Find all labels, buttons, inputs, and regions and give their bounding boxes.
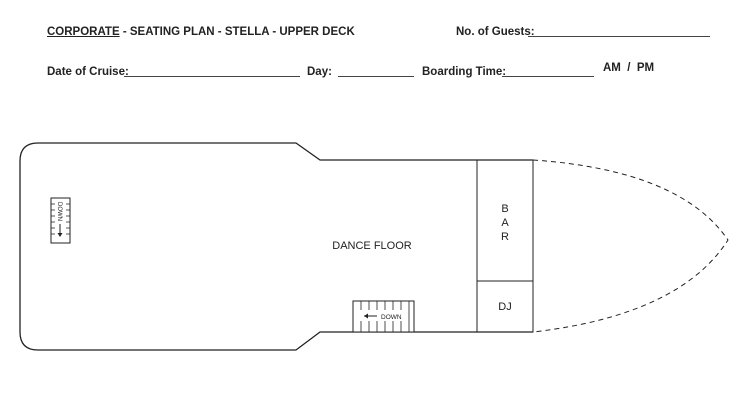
boarding-field[interactable] bbox=[502, 76, 594, 77]
stairs-left-label: DOWN bbox=[56, 202, 62, 221]
stairs-left: DOWN bbox=[50, 197, 71, 244]
page-title: CORPORATE - SEATING PLAN - STELLA - UPPE… bbox=[47, 26, 355, 38]
hull-outline bbox=[19, 142, 533, 351]
am-pm-label: AM / PM bbox=[603, 62, 655, 74]
date-label: Date of Cruise: bbox=[47, 66, 129, 78]
title-rest: - SEATING PLAN - STELLA - UPPER DECK bbox=[122, 26, 355, 38]
bar-letter-b: B bbox=[501, 203, 508, 215]
dance-floor-label: DANCE FLOOR bbox=[332, 240, 412, 252]
stairs-bottom-label: DOWN bbox=[381, 314, 402, 321]
bow-dashed bbox=[532, 159, 729, 333]
dj-box bbox=[476, 280, 534, 333]
day-field[interactable] bbox=[338, 76, 414, 77]
bar-letter-r: R bbox=[501, 231, 509, 243]
guests-label: No. of Guests: bbox=[456, 26, 535, 38]
dj-label: DJ bbox=[498, 301, 511, 313]
bar-letter-a: A bbox=[501, 217, 509, 229]
boarding-label: Boarding Time: bbox=[422, 66, 507, 78]
guests-field[interactable] bbox=[528, 36, 710, 37]
date-field[interactable] bbox=[124, 76, 300, 77]
title-corporate: CORPORATE bbox=[47, 26, 120, 38]
stairs-bottom: DOWN bbox=[352, 300, 415, 333]
day-label: Day: bbox=[307, 66, 332, 78]
